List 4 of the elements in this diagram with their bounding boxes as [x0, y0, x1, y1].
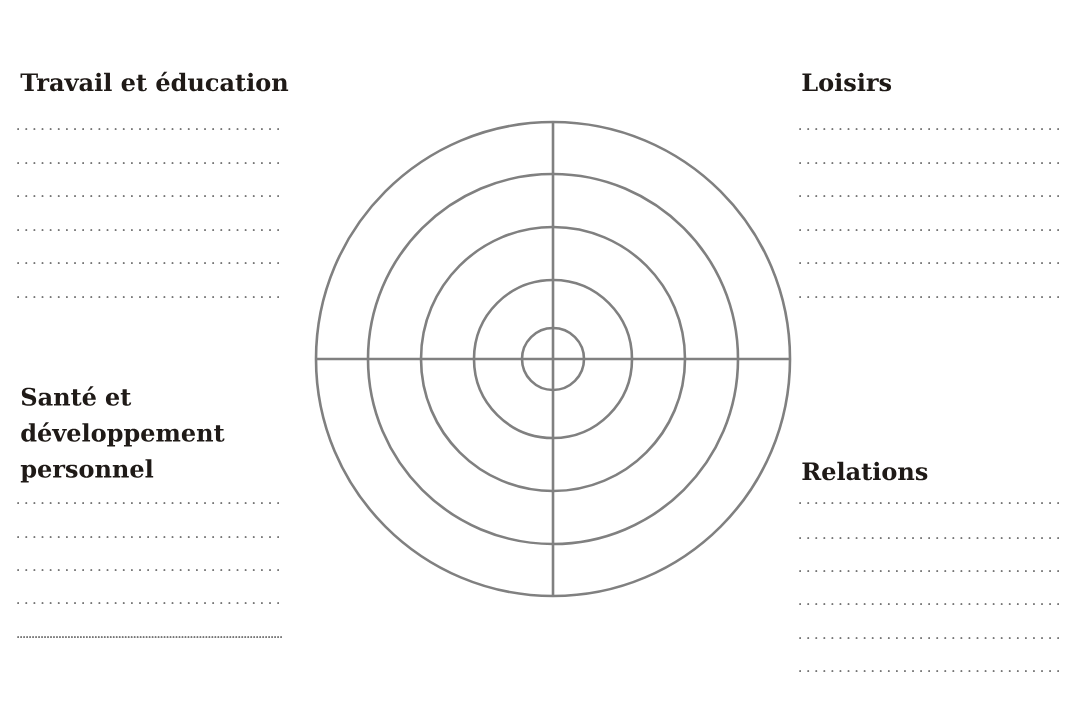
heading: Loisirs: [802, 72, 892, 92]
heading: Santé et développement personnel: [20, 386, 225, 483]
heading: Travail et éducation: [20, 71, 289, 92]
heading: Relations: [802, 461, 928, 481]
